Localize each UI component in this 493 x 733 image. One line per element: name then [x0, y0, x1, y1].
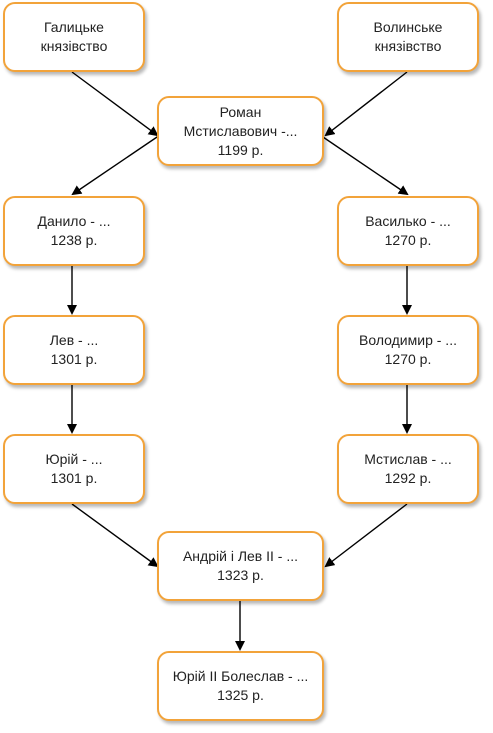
node-lev-line-1: Лев - ...	[49, 332, 99, 348]
node-andriy-lev-ii: Андрій і Лев ІІ - ... 1323 р.	[157, 531, 324, 601]
node-galician-line-1: Галицьке	[44, 19, 104, 35]
edge-roman-danylo	[71, 134, 161, 196]
node-roman-line-2: Мстиславович -...	[183, 122, 298, 139]
node-volhynian-line-1: Волинське	[373, 19, 443, 35]
node-yuriy-line-1: Юрій - ...	[45, 451, 103, 467]
node-andriy-line-1: Андрій і Лев ІІ - ...	[182, 548, 299, 564]
node-andriy-line-2: 1323 р.	[217, 567, 264, 583]
node-roman-line-3: 1199 р.	[217, 141, 264, 158]
node-volodymyr-line-1: Володимир - ...	[359, 332, 457, 348]
edge-roman-vasylko	[319, 134, 409, 196]
edge-mstyslav-andriy	[324, 503, 408, 568]
node-mstyslav-line-2: 1292 р.	[384, 470, 432, 486]
node-volhynian-principality: Волинське князівство	[337, 2, 479, 72]
node-galician-line-2: князівство	[40, 38, 108, 54]
node-yuriy2-line-1: Юрій ІІ Болеслав - ...	[172, 668, 309, 684]
node-yuriy2-line-2: 1325 р.	[217, 687, 264, 703]
node-vasylko: Василько - ... 1270 р.	[337, 196, 479, 266]
node-yuriy-ii-boleslav: Юрій ІІ Болеслав - ... 1325 р.	[157, 651, 324, 721]
node-volhynian-line-2: князівство	[374, 38, 442, 54]
node-vasylko-line-1: Василько - ...	[365, 213, 451, 229]
node-yuriy: Юрій - ... 1301 р.	[3, 434, 145, 504]
node-danylo: Данило - ... 1238 р.	[3, 196, 145, 266]
node-vasylko-line-2: 1270 р.	[384, 232, 432, 248]
node-volodymyr: Володимир - ... 1270 р.	[337, 315, 479, 385]
node-lev-line-2: 1301 р.	[50, 351, 98, 367]
node-roman-line-1: Роман	[219, 103, 262, 120]
edge-yuriy-andriy	[71, 503, 159, 568]
node-lev: Лев - ... 1301 р.	[3, 315, 145, 385]
edge-volhynian-roman	[324, 71, 408, 137]
node-mstyslav: Мстислав - ... 1292 р.	[337, 434, 479, 504]
node-danylo-line-1: Данило - ...	[37, 213, 111, 229]
node-yuriy-line-2: 1301 р.	[50, 470, 98, 486]
edge-galician-roman	[71, 71, 159, 137]
node-roman: Роман Мстиславович -... 1199 р.	[157, 96, 324, 166]
node-mstyslav-line-1: Мстислав - ...	[364, 451, 452, 467]
node-volodymyr-line-2: 1270 р.	[384, 351, 432, 367]
node-danylo-line-2: 1238 р.	[50, 232, 98, 248]
node-galician-principality: Галицьке князівство	[3, 2, 145, 72]
